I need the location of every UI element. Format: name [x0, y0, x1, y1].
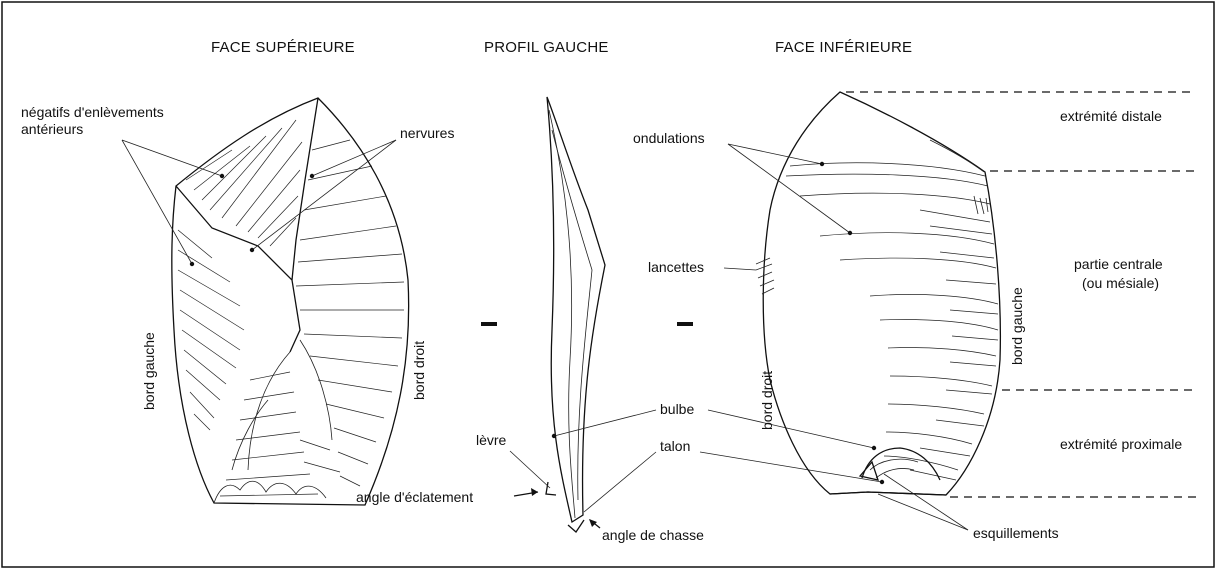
- ventral-outline: [763, 92, 1000, 495]
- leader-negatifs-a: [122, 140, 222, 176]
- title-profil-gauche: PROFIL GAUCHE: [484, 39, 609, 56]
- leader-dot: [848, 231, 852, 235]
- dorsal-face-drawing: [172, 98, 409, 505]
- title-face-superieure: FACE SUPÉRIEURE: [211, 39, 355, 56]
- butt-scallops: [214, 481, 326, 503]
- leader-dot: [190, 262, 194, 266]
- scale-dash-left: [481, 322, 497, 326]
- label-angle-chasse: angle de chasse: [602, 527, 704, 543]
- leader-bulbe-ventral: [708, 410, 874, 448]
- leader-dot: [552, 434, 556, 438]
- bulb-rings: [870, 459, 918, 478]
- label-bord-droit-dorsal: bord droit: [411, 341, 427, 400]
- angle-chasse-mark: [568, 520, 584, 532]
- scar-hatching-butt: [220, 372, 340, 496]
- leader-lancettes: [724, 268, 756, 270]
- leader-talon-profil: [584, 452, 656, 512]
- label-ou-mesiale: (ou mésiale): [1082, 275, 1159, 291]
- arrowhead: [589, 519, 597, 527]
- leader-nervures-b: [252, 140, 396, 250]
- leader-bulbe-profil: [554, 410, 656, 436]
- scar-hatching-left: [178, 230, 244, 430]
- title-face-inferieure: FACE INFÉRIEURE: [775, 39, 912, 56]
- label-bord-gauche-dorsal: bord gauche: [141, 332, 157, 410]
- label-lancettes: lancettes: [648, 259, 704, 275]
- label-bord-gauche-ventral: bord gauche: [1009, 287, 1025, 365]
- label-bord-droit-ventral: bord droit: [759, 371, 775, 430]
- retouch-marks: [974, 196, 988, 214]
- ventral-face-drawing: [756, 92, 1000, 495]
- label-talon: talon: [660, 438, 690, 454]
- leader-nervures-a: [312, 140, 396, 176]
- leader-negatifs-b: [122, 140, 192, 264]
- leader-levre: [510, 451, 550, 488]
- scale-dash-right: [677, 322, 693, 326]
- label-esquillements: esquillements: [973, 525, 1059, 541]
- label-nervures: nervures: [400, 125, 454, 141]
- arrowhead: [531, 488, 538, 496]
- label-partie-centrale: partie centrale: [1074, 256, 1163, 272]
- label-ondulations: ondulations: [633, 130, 705, 146]
- leader-dot: [872, 446, 876, 450]
- scar-hatching-topleft: [186, 120, 302, 246]
- label-negatifs-line2: antérieurs: [21, 121, 83, 137]
- ridge-top: [292, 98, 318, 280]
- leader-esquillements-a: [884, 474, 968, 530]
- lancettes-marks: [756, 258, 774, 294]
- profile-outline: [547, 97, 605, 522]
- leader-dot: [250, 248, 254, 252]
- label-angle-eclatement: angle d'éclatement: [356, 489, 473, 505]
- ridge-lower: [232, 340, 332, 470]
- label-bulbe-profil: bulbe: [660, 401, 694, 417]
- ridge-left: [176, 186, 300, 352]
- leader-dot: [310, 174, 314, 178]
- profile-drawing: [546, 97, 605, 532]
- leader-talon-ventral: [700, 452, 882, 482]
- angle-eclatement-mark: [546, 482, 556, 495]
- dorsal-outline: [172, 98, 409, 505]
- ventral-platform: [830, 492, 946, 495]
- label-extremite-proximale: extrémité proximale: [1060, 436, 1182, 452]
- leader-dot: [220, 174, 224, 178]
- label-negatifs-line1: négatifs d'enlèvements: [21, 104, 164, 120]
- scar-hatching-right: [296, 140, 404, 486]
- leader-esquillements-b: [878, 494, 968, 530]
- leader-dot: [880, 480, 884, 484]
- leader-dot: [820, 162, 824, 166]
- label-levre: lèvre: [476, 432, 507, 448]
- bulb-shape: [862, 448, 940, 480]
- label-extremite-distale: extrémité distale: [1060, 108, 1162, 124]
